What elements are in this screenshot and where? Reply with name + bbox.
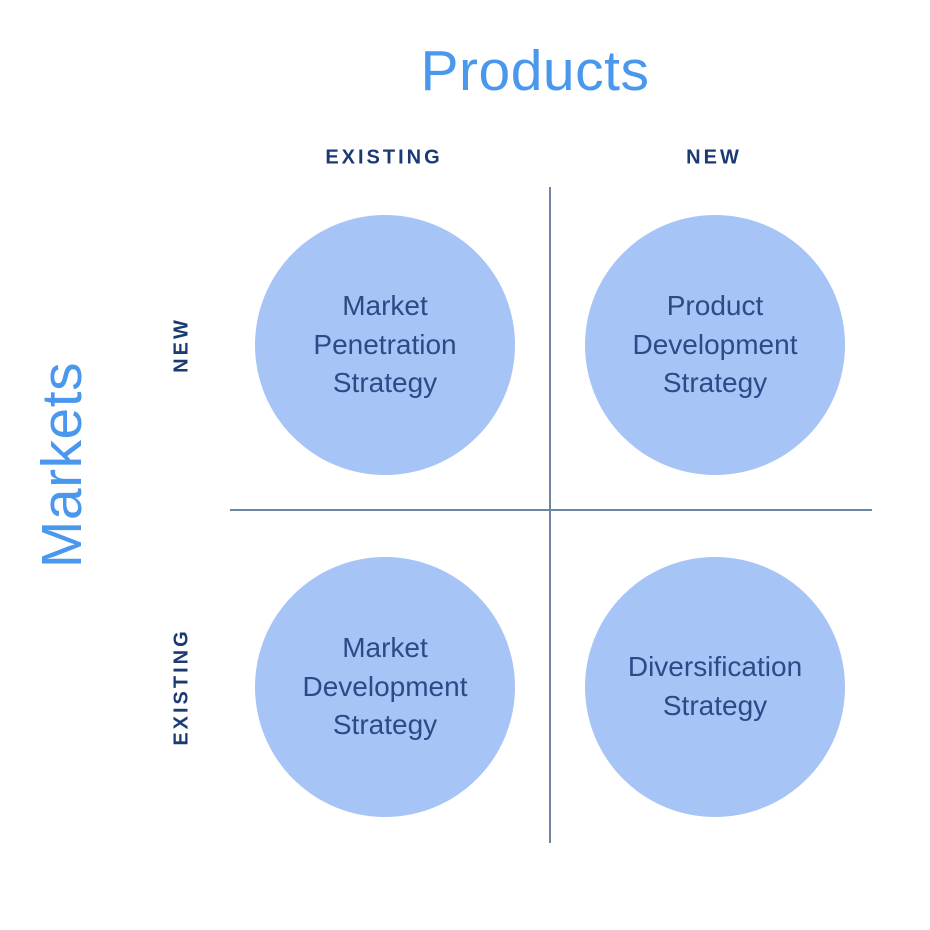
quadrant-label: Diversification Strategy	[627, 651, 803, 721]
markets-axis-title: Markets	[30, 361, 94, 569]
quadrant-market-penetration: Market Penetration Strategy	[255, 215, 515, 475]
row-header-existing-markets: EXISTING	[170, 628, 193, 746]
quadrant-product-development: Product Development Strategy	[585, 215, 845, 475]
vertical-divider-line	[549, 187, 551, 843]
quadrant-label: Product Development Strategy	[632, 290, 798, 399]
column-header-existing-products: EXISTING	[325, 146, 443, 169]
quadrant-label: Market Penetration Strategy	[313, 290, 457, 399]
quadrant-diversification: Diversification Strategy	[585, 557, 845, 817]
column-header-new-products: NEW	[686, 146, 742, 169]
quadrant-label: Market Development Strategy	[302, 632, 468, 741]
row-header-new-markets: NEW	[170, 317, 193, 373]
quadrant-market-development: Market Development Strategy	[255, 557, 515, 817]
products-axis-title: Products	[420, 39, 650, 103]
horizontal-divider-line	[230, 509, 872, 511]
